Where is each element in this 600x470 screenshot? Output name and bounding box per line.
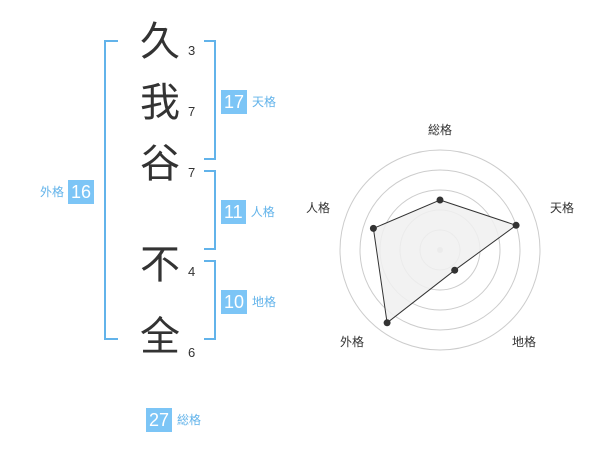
jinkaku-bracket [204, 170, 216, 250]
radar-point-2 [512, 221, 520, 229]
soukaku-value: 27 [146, 408, 173, 432]
tenkaku-group: 17 天格 [221, 90, 276, 114]
stroke-count-1: 3 [188, 43, 196, 58]
soukaku-label: 総格 [177, 413, 202, 427]
jinkaku-label: 人格 [250, 205, 275, 219]
soukaku-group: 27 総格 [146, 408, 201, 432]
gaikaku-value: 16 [68, 180, 95, 204]
radar-point-5 [369, 224, 377, 232]
radar-label-jinkaku: 人格 [305, 201, 330, 215]
name-char-5: 全 [140, 314, 180, 360]
chikaku-label: 地格 [252, 295, 277, 309]
jinkaku-value: 11 [221, 200, 246, 224]
stroke-count-4: 4 [188, 264, 196, 279]
radar-point-3 [451, 266, 459, 274]
radar-label-chikaku: 地格 [511, 335, 536, 349]
chikaku-value: 10 [221, 290, 248, 314]
name-char-3: 谷 [140, 141, 180, 187]
radar-label-tenkaku: 天格 [549, 201, 574, 215]
name-char-1: 久 [140, 19, 180, 65]
radar-label-gaikaku: 外格 [339, 335, 364, 349]
gaikaku-label: 外格 [40, 185, 65, 199]
radar-chart [339, 149, 541, 351]
chikaku-group: 10 地格 [221, 290, 276, 314]
name-char-2: 我 [140, 80, 180, 126]
radar-points [369, 196, 520, 327]
radar-point-1 [436, 196, 444, 204]
gaikaku-bracket [104, 40, 118, 340]
radar-label-soukaku: 総格 [427, 123, 452, 137]
radar-ring [339, 149, 541, 351]
stroke-count-5: 6 [188, 345, 196, 360]
stroke-count-3: 7 [188, 165, 196, 180]
jinkaku-group: 11 人格 [221, 200, 275, 224]
radar-ring [359, 169, 521, 331]
gaikaku-group: 外格 16 [40, 180, 95, 204]
tenkaku-value: 17 [221, 90, 248, 114]
tenkaku-label: 天格 [252, 95, 277, 109]
stroke-count-2: 7 [188, 104, 196, 119]
radar-polygon [372, 199, 518, 324]
radar-polygon-group [372, 199, 518, 324]
radar-point-4 [383, 319, 391, 327]
chikaku-bracket [204, 260, 216, 340]
name-char-4: 不 [140, 242, 180, 288]
tenkaku-bracket [204, 40, 216, 160]
